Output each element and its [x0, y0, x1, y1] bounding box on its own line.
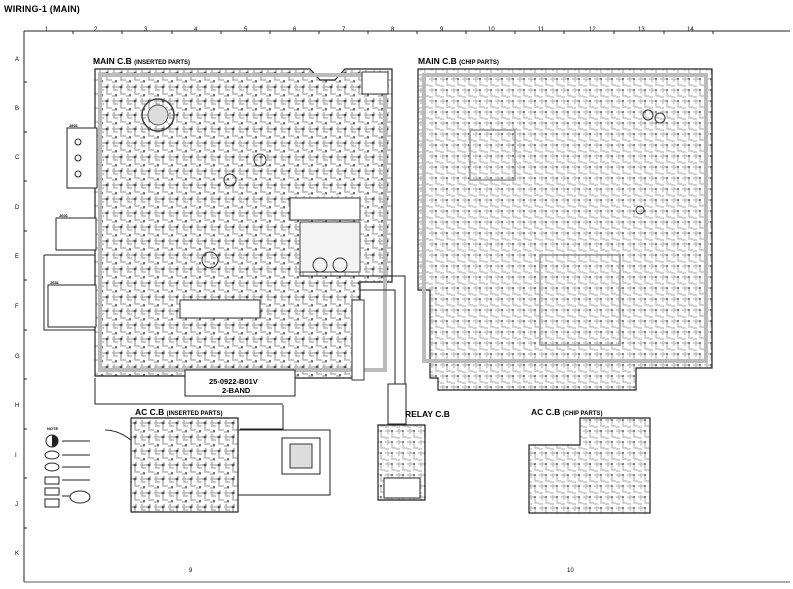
column-label: 12 — [589, 27, 596, 33]
jack-label: J601 — [59, 213, 68, 218]
ac-chip-label: AC C.B (CHIP PARTS) — [531, 407, 602, 417]
band-label: 2-BAND — [222, 386, 251, 395]
row-label: B — [15, 106, 20, 112]
relay-board — [377, 383, 426, 501]
column-label: 10 — [488, 27, 495, 33]
ac-board-chip — [528, 417, 651, 514]
ac-chip-title: AC C.B — [531, 407, 561, 417]
column-label: 7 — [342, 27, 346, 33]
column-label: 14 — [687, 27, 694, 33]
frame — [23, 30, 790, 583]
main-chip-title: MAIN C.B — [418, 56, 457, 66]
ac-inserted-title: AC C.B — [135, 407, 165, 417]
column-label: 8 — [391, 27, 395, 33]
column-label: 4 — [194, 27, 198, 33]
note-legend — [44, 434, 91, 508]
column-label: 6 — [293, 27, 297, 33]
left-jacks — [43, 127, 98, 331]
column-label: 3 — [144, 27, 148, 33]
part-number: 25-0922-B01V — [209, 377, 258, 386]
relay-title: RELAY C.B — [405, 409, 450, 419]
column-label: 2 — [94, 27, 98, 33]
main-chip-label: MAIN C.B (CHIP PARTS) — [418, 56, 499, 66]
main-inserted-label: MAIN C.B (INSERTED PARTS) — [93, 56, 190, 66]
main-chip-subtitle: (CHIP PARTS) — [459, 60, 499, 66]
page-title: WIRING-1 (MAIN) — [4, 4, 80, 14]
row-label: J — [15, 502, 18, 508]
column-label: 9 — [440, 27, 444, 33]
main-board-chip — [417, 68, 713, 391]
ac-chip-subtitle: (CHIP PARTS) — [562, 411, 603, 417]
row-label: D — [15, 205, 20, 211]
row-label: G — [15, 354, 20, 360]
main-inserted-subtitle: (INSERTED PARTS) — [134, 60, 190, 66]
jack-label: J651 — [50, 280, 59, 285]
main-board-inserted — [94, 68, 393, 397]
row-label: I — [15, 453, 17, 459]
page-number-right: 10 — [567, 568, 574, 574]
row-label: K — [15, 551, 20, 557]
column-label: 5 — [244, 27, 248, 33]
ac-inserted-label: AC C.B (INSERTED PARTS) — [135, 407, 223, 417]
row-label: E — [15, 254, 20, 260]
column-label: 13 — [638, 27, 645, 33]
jack-label: J801 — [69, 123, 78, 128]
row-label: H — [15, 403, 20, 409]
column-label: 11 — [538, 27, 545, 33]
row-label: A — [15, 57, 20, 63]
page-number-left: 9 — [189, 568, 193, 574]
note-label: NOTE — [47, 426, 59, 431]
column-label: 1 — [45, 27, 49, 33]
ac-inserted-subtitle: (INSERTED PARTS) — [166, 411, 223, 417]
harness-lines — [94, 272, 406, 430]
ac-board-inserted — [104, 417, 331, 513]
row-label: C — [15, 155, 20, 161]
main-inserted-title: MAIN C.B — [93, 56, 132, 66]
row-label: F — [15, 304, 19, 310]
